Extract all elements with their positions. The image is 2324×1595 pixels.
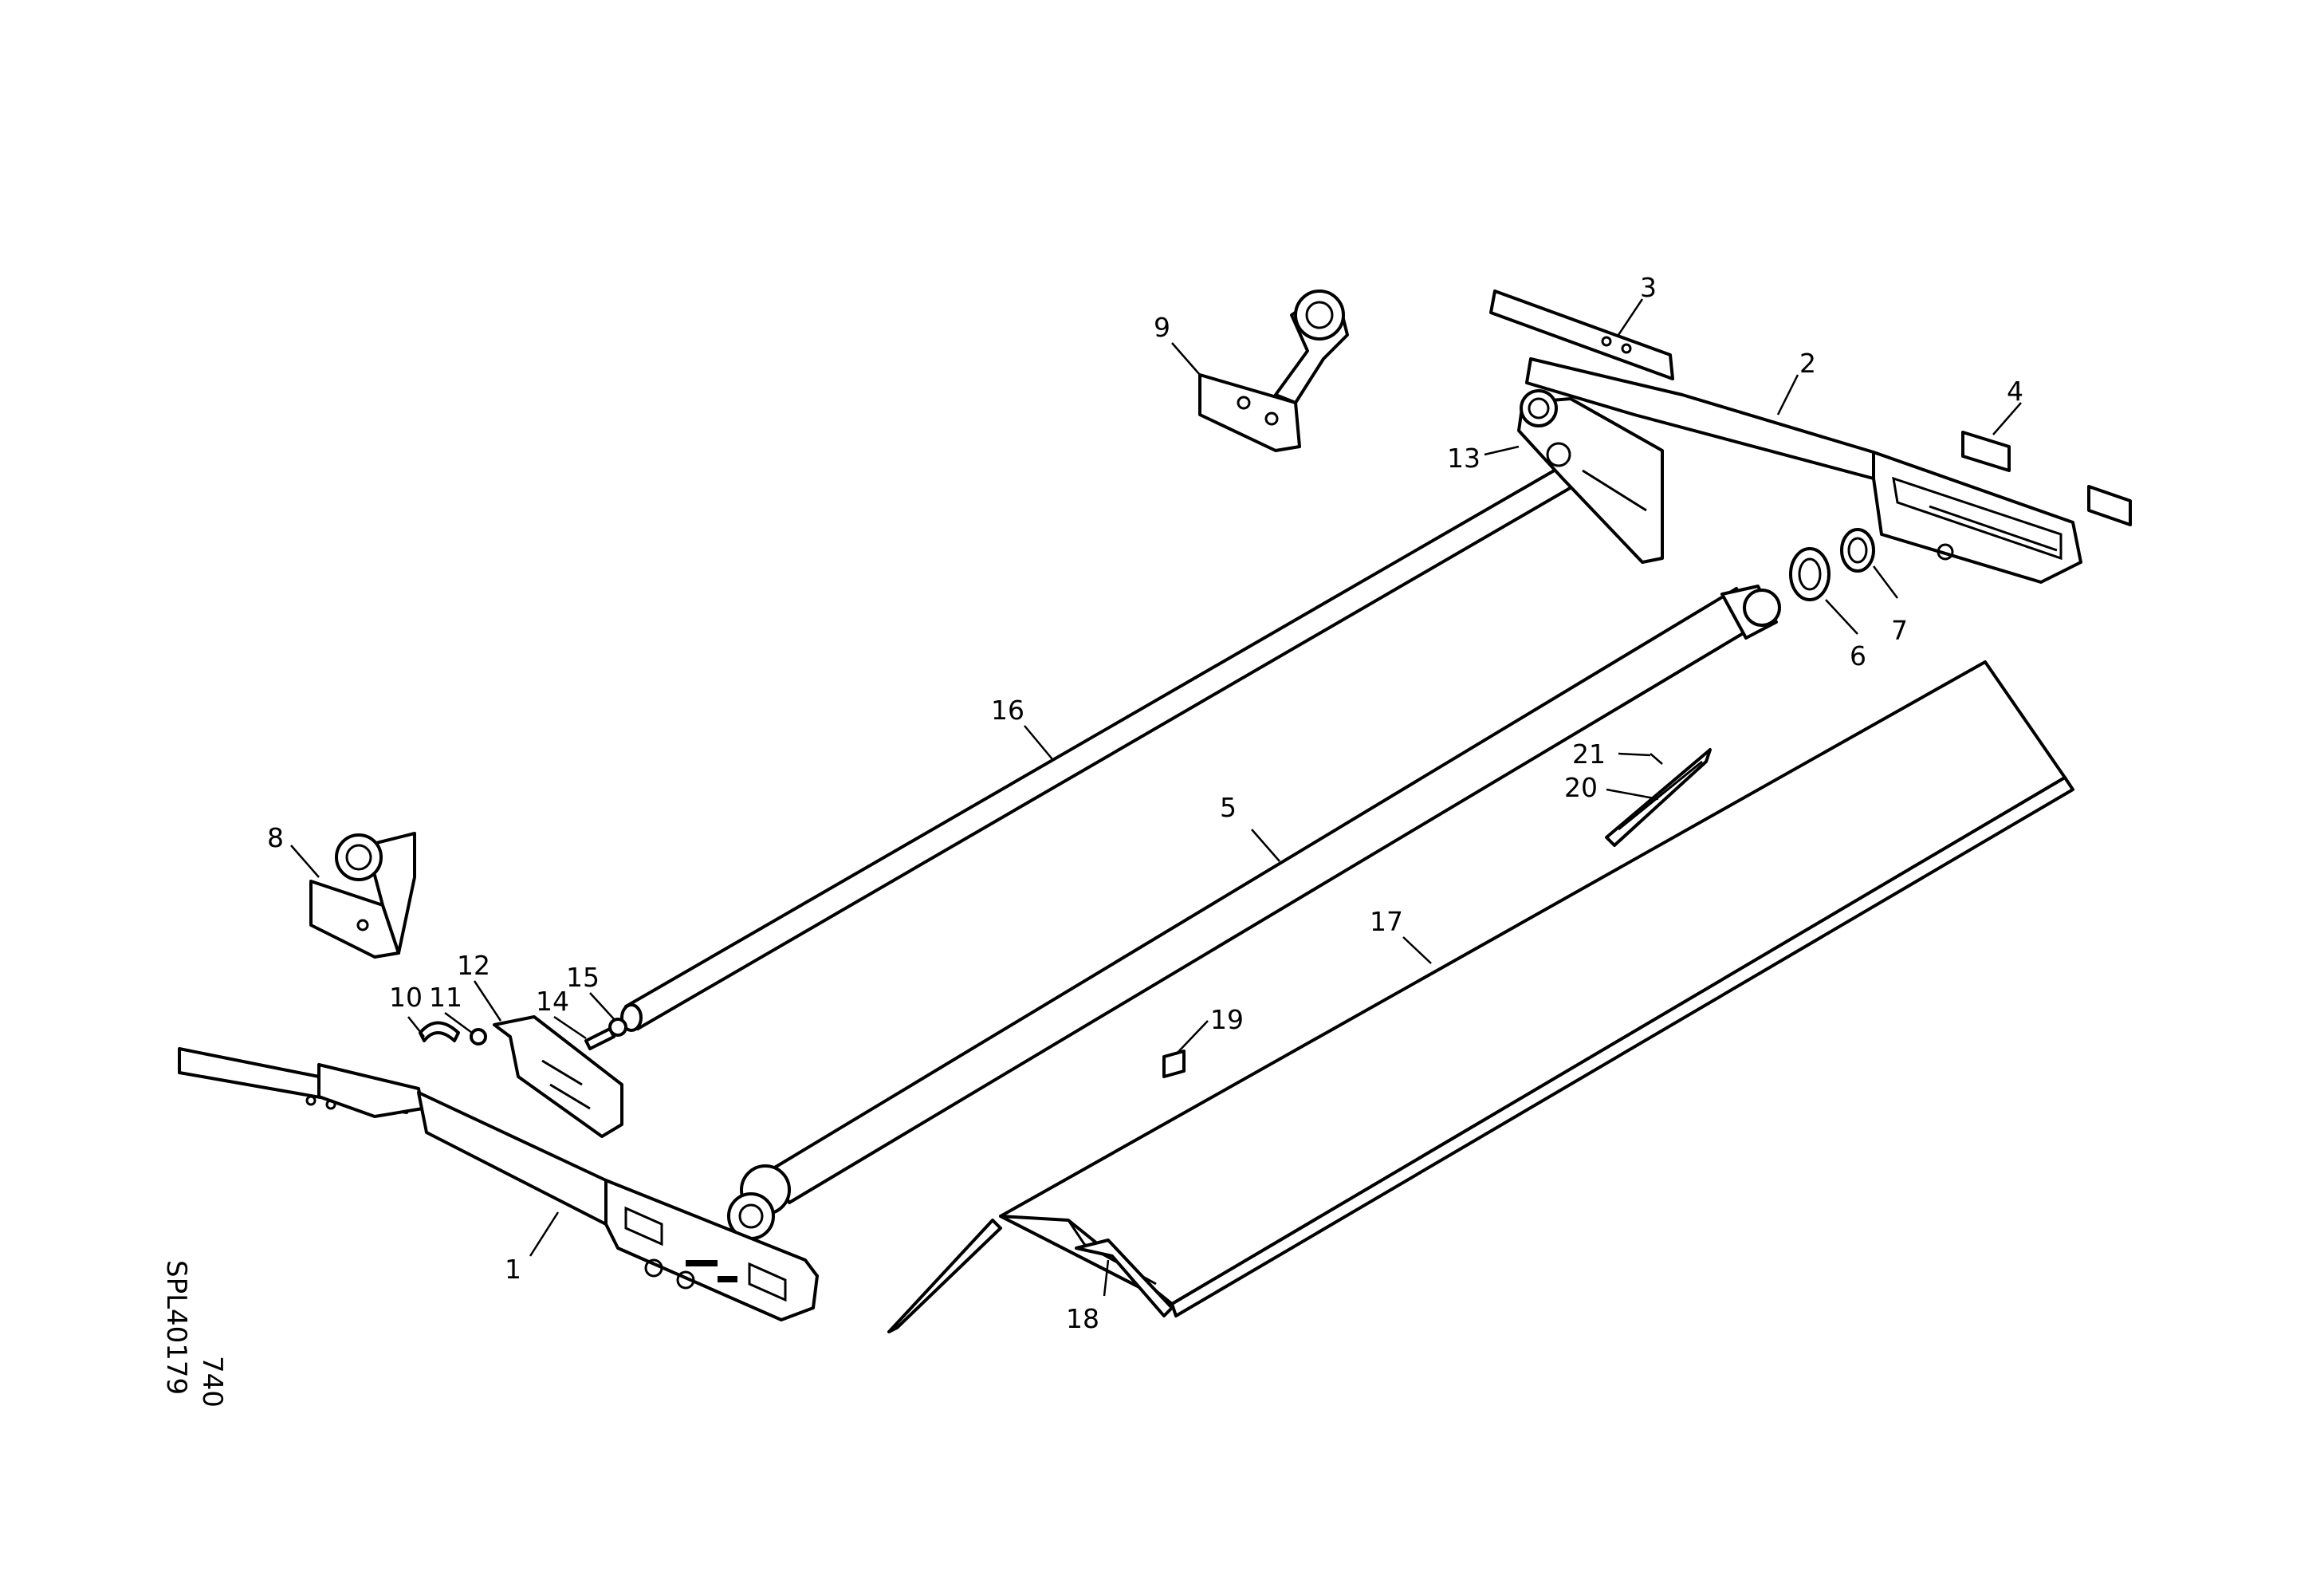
part-20-crossbar-pattern (1618, 760, 1703, 831)
part-3-flat-bar (1489, 289, 1674, 380)
callout-18: 18 (1066, 1303, 1099, 1334)
part-1-left-arm (178, 1047, 819, 1321)
part-17-trough (887, 660, 2074, 1333)
callout-15: 15 (566, 962, 600, 993)
callout-12: 12 (457, 950, 490, 981)
part-5-roller (727, 585, 1781, 1240)
callout-8: 8 (267, 822, 284, 853)
callout-labels: 1 2 3 4 5 6 7 8 9 10 11 12 13 14 15 16 1… (267, 272, 2023, 1334)
callout-21: 21 (1572, 738, 1606, 770)
part-2-right-arm (1525, 357, 2082, 584)
part-4-label-a (1961, 431, 2011, 472)
callout-20: 20 (1564, 772, 1598, 803)
part-9-bracket (1198, 289, 1349, 452)
callout-9: 9 (1154, 312, 1170, 343)
part-16-shaft (620, 459, 1588, 1032)
part-6-washer-hole (1798, 557, 1822, 591)
part-15-spacer (608, 1018, 627, 1037)
part-21-clip (1650, 753, 1663, 765)
part-12-plate-slots (541, 1059, 591, 1110)
callout-4: 4 (2007, 376, 2023, 407)
part-8-bracket (309, 832, 416, 959)
callout-19: 19 (1210, 1004, 1244, 1035)
part-19-label (1162, 1050, 1186, 1078)
part-11-nut (470, 1028, 487, 1046)
drawing-code-line-2: 740 (196, 1356, 228, 1408)
part-6-washer (1789, 547, 1830, 601)
callout-14: 14 (536, 986, 569, 1017)
callout-11: 11 (429, 982, 462, 1013)
part-10-clip (419, 1021, 460, 1042)
callout-16: 16 (991, 695, 1024, 726)
callout-10: 10 (389, 982, 423, 1013)
part-4-label-b (2087, 485, 2132, 526)
leader-lines (290, 298, 2022, 1297)
part-14-bolt (584, 1027, 615, 1050)
callout-2: 2 (1799, 348, 1816, 379)
callout-5: 5 (1220, 792, 1237, 823)
callout-13: 13 (1447, 443, 1481, 474)
callout-7: 7 (1891, 615, 1908, 646)
part-7-ring (1840, 528, 1875, 573)
part-18-end-plate (1075, 1239, 1174, 1317)
drawing-code: SPL40179 740 (160, 1260, 228, 1408)
part-7-ring-hole (1847, 537, 1868, 564)
callout-1: 1 (505, 1254, 521, 1285)
part-12-plate (493, 1015, 623, 1138)
callout-3: 3 (1640, 272, 1657, 303)
part-13-bracket (1517, 389, 1664, 564)
callout-6: 6 (1850, 640, 1866, 671)
drawing-code-line-1: SPL40179 (160, 1260, 192, 1395)
callout-17: 17 (1370, 906, 1403, 937)
